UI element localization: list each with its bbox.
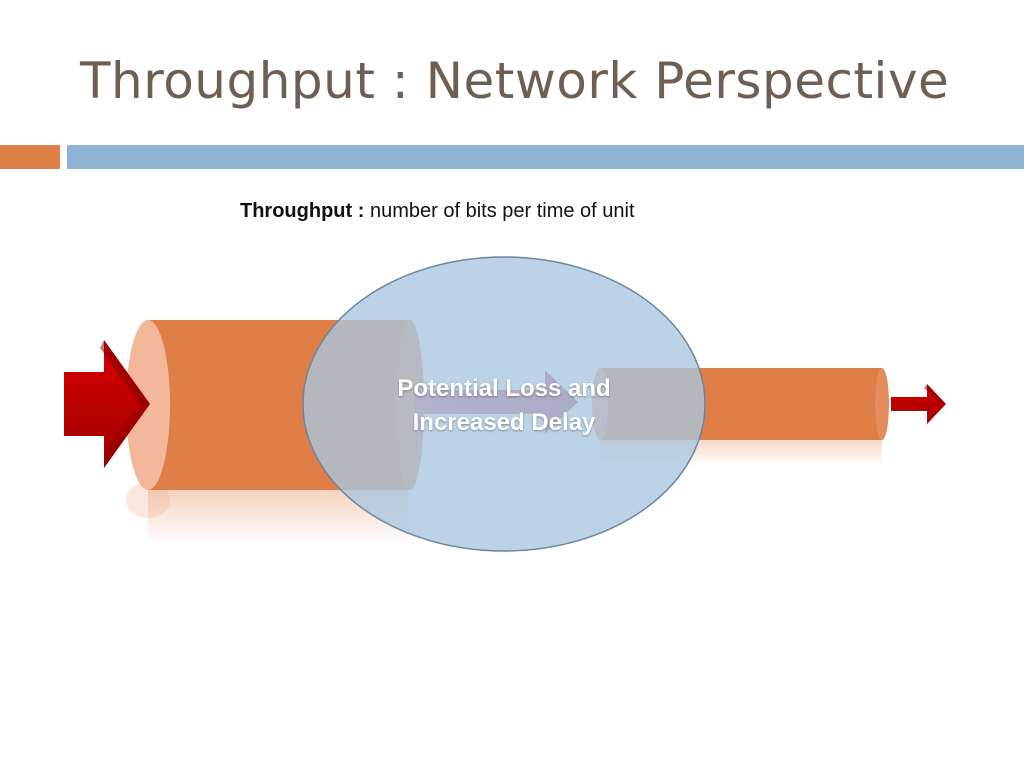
title-accent-blue-bar [67, 145, 1024, 169]
output-arrow-icon [891, 384, 946, 424]
throughput-definition: Throughput : number of bits per time of … [240, 200, 635, 223]
congestion-bubble [302, 256, 706, 552]
title-accent-orange-bar [0, 145, 60, 169]
definition-text: number of bits per time of unit [369, 200, 635, 222]
input-arrow-icon [64, 340, 150, 468]
bubble-label-line2: Increased Delay [412, 409, 596, 436]
definition-term: Throughput : [240, 200, 365, 222]
bubble-label-line1: Potential Loss and [397, 375, 611, 402]
bubble-label: Potential Loss and Increased Delay [360, 372, 648, 440]
slide-title: Throughput : Network Perspective [80, 52, 950, 110]
